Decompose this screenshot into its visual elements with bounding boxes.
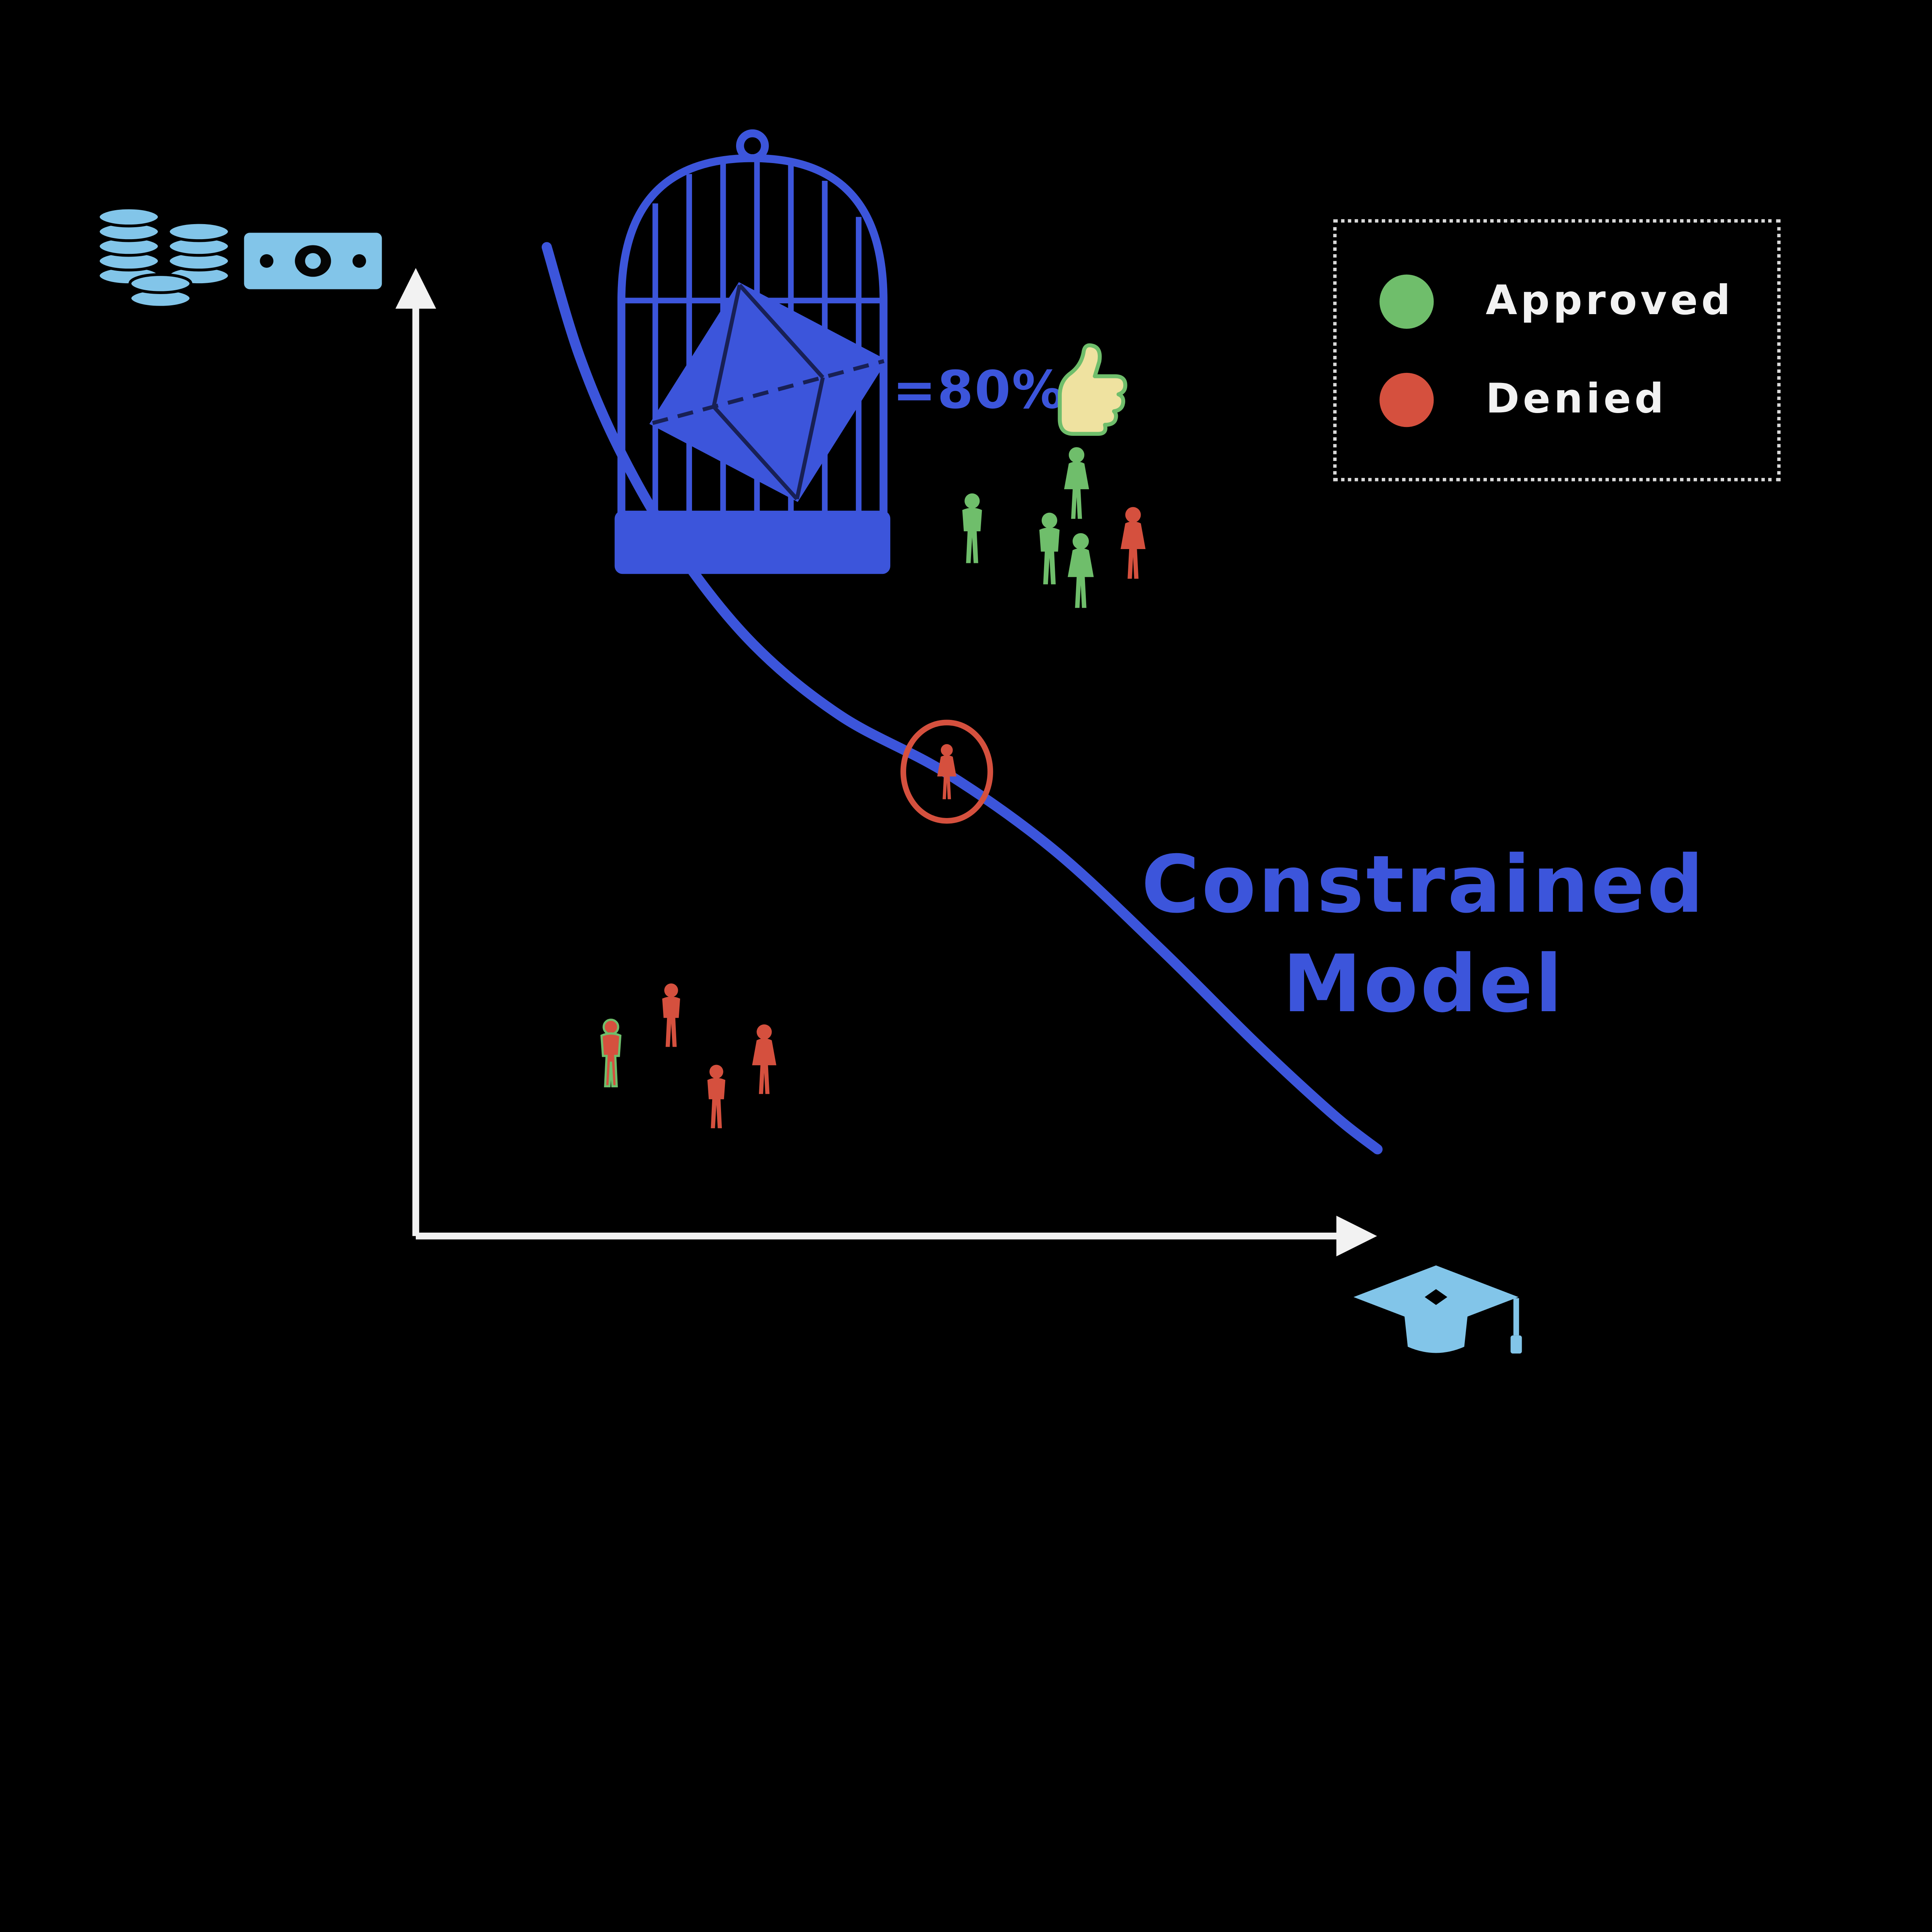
person-denied-man — [701, 1063, 732, 1131]
legend-label-denied: Denied — [1486, 376, 1667, 423]
banknote-icon — [244, 233, 382, 289]
plot-layer — [395, 242, 1383, 1257]
diamond-icon — [649, 282, 888, 502]
tradeoff-curve — [541, 242, 1383, 1155]
highlight-circle — [900, 719, 993, 824]
person-approved-woman — [1063, 530, 1100, 611]
legend: Approved Denied — [1333, 219, 1781, 481]
graduation-cap-icon — [1353, 1265, 1522, 1354]
model-label: Constrained Model — [1056, 836, 1791, 1034]
person-denied-woman — [746, 1022, 781, 1098]
thumbs-up-icon — [1058, 343, 1128, 436]
legend-item-denied: Denied — [1379, 372, 1734, 427]
legend-label-approved: Approved — [1486, 278, 1734, 325]
legend-item-approved: Approved — [1379, 274, 1734, 328]
person-denied-woman — [933, 742, 960, 801]
model-label-line2: Model — [1282, 937, 1565, 1030]
denied-dot — [1379, 372, 1434, 427]
person-denied-man — [655, 981, 687, 1050]
diagram-canvas: =80% Approved Denied Constrained Model — [97, 129, 1791, 1354]
person-mixed-man — [595, 1017, 628, 1089]
model-label-line1: Constrained — [1141, 838, 1706, 931]
approved-dot — [1379, 274, 1434, 328]
person-denied-woman — [1115, 503, 1151, 582]
coins-icon — [97, 206, 231, 309]
threshold-label: =80% — [892, 359, 1065, 420]
person-approved-man — [954, 491, 989, 566]
